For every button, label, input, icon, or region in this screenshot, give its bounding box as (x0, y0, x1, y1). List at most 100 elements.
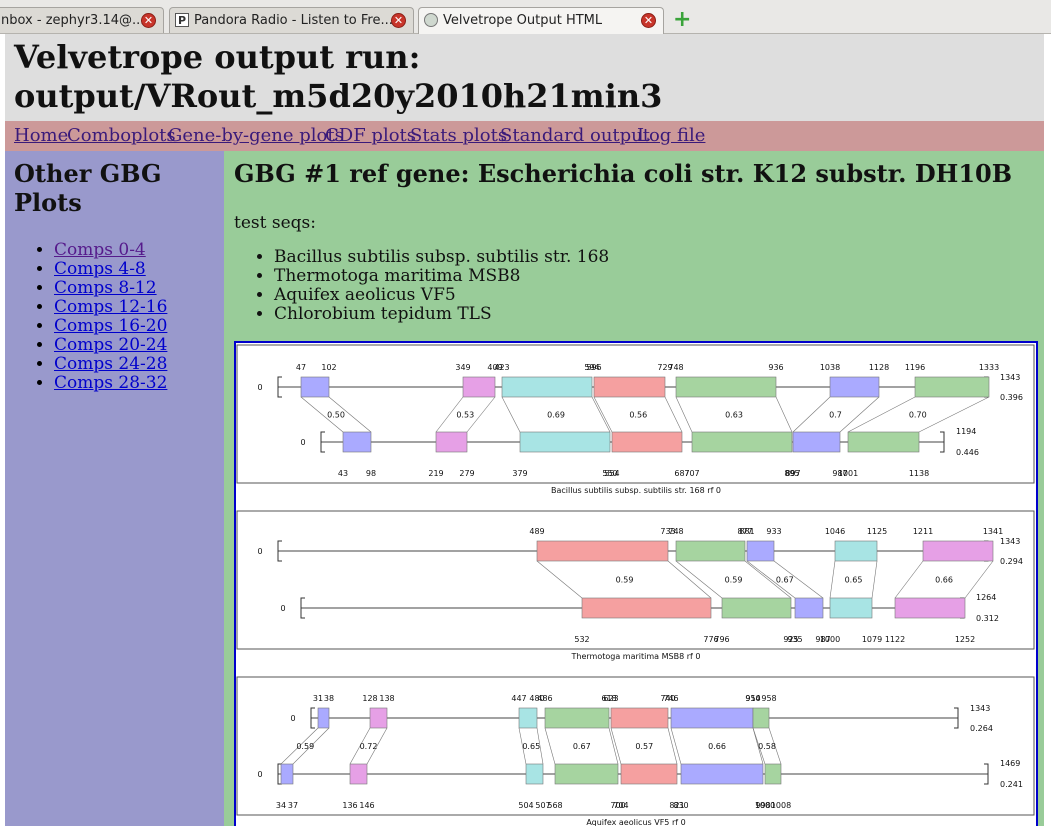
axis-end-bracket (320, 431, 325, 453)
block-score-label: 0.59 (616, 576, 634, 585)
bottom-start-label: 554 (604, 469, 619, 478)
bottom-score-label: 0.446 (956, 448, 979, 457)
bottom-start-label: 935 (787, 635, 802, 644)
bottom-start-label: 568 (547, 801, 562, 810)
sidebar-item: Comps 8-12 (54, 279, 167, 298)
block-link-line (775, 396, 793, 433)
bottom-length-label: 1194 (956, 427, 976, 436)
top-start-label: 748 (668, 527, 683, 536)
block-score-label: 0.56 (629, 411, 647, 420)
block-link-line (501, 396, 521, 433)
block-link-line (667, 560, 712, 599)
block-score-label: 0.69 (547, 411, 565, 420)
bottom-end-label: 987 (832, 469, 847, 478)
sidebar-item: Comps 20-24 (54, 336, 167, 355)
top-end-label: 38 (324, 694, 334, 703)
sidebar-link-comps-8-12[interactable]: Comps 8-12 (54, 278, 157, 298)
page: Velvetrope output run:output/VRout_m5d20… (0, 34, 1051, 826)
bottom-end-label: 507 (535, 801, 550, 810)
top-zero-label: 0 (290, 714, 295, 723)
top-start-label: 349 (455, 363, 470, 372)
plot-panel-frame (236, 510, 1035, 650)
block-link-line (768, 727, 782, 765)
sidebar-link-comps-24-28[interactable]: Comps 24-28 (54, 354, 168, 374)
top-end-label: 1333 (979, 363, 999, 372)
top-start-label: 596 (586, 363, 601, 372)
nav-link-stats-plots[interactable]: Stats plots (410, 125, 508, 146)
top-start-label: 950 (745, 694, 760, 703)
sidebar-link-comps-20-24[interactable]: Comps 20-24 (54, 335, 168, 355)
top-block (518, 707, 538, 729)
bottom-start-label: 830 (673, 801, 688, 810)
bottom-block (554, 763, 619, 785)
top-score-label: 0.264 (970, 724, 993, 733)
sidebar-list: Comps 0-4 Comps 4-8 Comps 8-12 Comps 12-… (31, 241, 167, 393)
top-start-label: 423 (494, 363, 509, 372)
browser-tab-inbox[interactable]: nbox - zephyr3.14@... ✕ (0, 7, 164, 33)
sidebar-link-comps-4-8[interactable]: Comps 4-8 (54, 259, 146, 279)
bottom-block (435, 431, 468, 453)
top-start-label: 1211 (913, 527, 933, 536)
top-start-label: 31 (313, 694, 323, 703)
block-link-line (675, 560, 723, 599)
bottom-start-label: 43 (338, 469, 348, 478)
top-end-label: 933 (766, 527, 781, 536)
top-block (675, 540, 746, 562)
bottom-end-label: 1079 (862, 635, 882, 644)
nav-link-standard-output[interactable]: Standard output (500, 125, 651, 146)
nav-link-comboplots[interactable]: Comboplots (67, 125, 176, 146)
nav-link-log-file[interactable]: Log file (637, 125, 706, 146)
sidebar-item: Comps 12-16 (54, 298, 167, 317)
bottom-block (611, 431, 683, 453)
browser-tab-pandora[interactable]: P Pandora Radio - Listen to Fre... ✕ (169, 7, 414, 33)
bottom-block (342, 431, 372, 453)
top-block (670, 707, 754, 729)
sidebar-item: Comps 24-28 (54, 355, 167, 374)
top-start-label: 881 (739, 527, 754, 536)
block-score-label: 0.67 (573, 742, 591, 751)
nav-link-home[interactable]: Home (14, 125, 69, 146)
bottom-start-label: 504 (518, 801, 533, 810)
block-link-line (670, 727, 682, 765)
sidebar-link-comps-0-4[interactable]: Comps 0-4 (54, 240, 146, 260)
bottom-start-label: 796 (714, 635, 729, 644)
test-seqs-list: Bacillus subtilis subsp. subtilis str. 1… (251, 248, 609, 324)
bottom-end-label: 776 (703, 635, 718, 644)
top-block (369, 707, 388, 729)
axis-end-bracket (277, 763, 282, 785)
top-block (675, 376, 777, 398)
close-icon[interactable]: ✕ (391, 13, 406, 28)
top-start-label: 1046 (825, 527, 845, 536)
block-link-line (610, 727, 622, 765)
block-link-line (664, 396, 683, 433)
top-block (746, 540, 775, 562)
sidebar-link-comps-16-20[interactable]: Comps 16-20 (54, 316, 168, 336)
block-score-label: 0.63 (725, 411, 743, 420)
nav-link-cdf-plots[interactable]: CDF plots (325, 125, 417, 146)
bottom-block (794, 597, 824, 619)
bottom-zero-label: 0 (280, 604, 285, 613)
new-tab-icon[interactable]: + (673, 7, 692, 32)
sidebar-link-comps-28-32[interactable]: Comps 28-32 (54, 373, 168, 393)
sidebar-item: Comps 4-8 (54, 260, 167, 279)
title-line-1: Velvetrope output run: (14, 38, 421, 76)
close-icon[interactable]: ✕ (641, 13, 656, 28)
bottom-end-label: 1252 (955, 635, 975, 644)
bottom-start-label: 379 (512, 469, 527, 478)
plot-caption: Bacillus subtilis subsp. subtilis str. 1… (551, 486, 721, 495)
top-start-label: 486 (537, 694, 552, 703)
sidebar-link-comps-12-16[interactable]: Comps 12-16 (54, 297, 168, 317)
pandora-icon: P (175, 13, 189, 27)
nav-link-gene-by-gene[interactable]: Gene-by-gene plots (168, 125, 344, 146)
close-icon[interactable]: ✕ (141, 13, 156, 28)
top-end-label: 733 (660, 527, 675, 536)
bottom-block (519, 431, 611, 453)
top-score-label: 0.294 (1000, 557, 1023, 566)
block-score-label: 0.66 (935, 576, 953, 585)
bottom-block (349, 763, 368, 785)
top-length-label: 1343 (1000, 373, 1020, 382)
bottom-block (829, 597, 873, 619)
top-block (501, 376, 593, 398)
browser-tab-velvetrope[interactable]: Velvetrope Output HTML ✕ (418, 7, 664, 34)
